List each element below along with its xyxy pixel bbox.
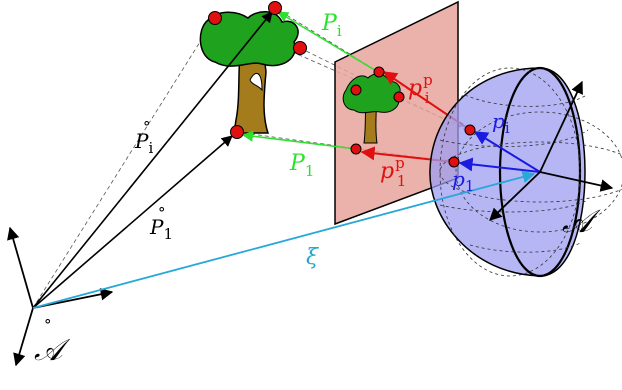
- feature-points: [208, 1, 476, 168]
- label-xi: ξ: [306, 245, 320, 270]
- label-P-i: Pi: [321, 11, 342, 40]
- ring-accent-P-1: °: [158, 204, 166, 222]
- ring-accent-P-i: °: [143, 118, 151, 136]
- label-A-ring: 𝒜: [34, 333, 71, 368]
- label-P-ring-i: Pi: [134, 129, 153, 157]
- label-P-1: P1: [289, 151, 314, 180]
- sphere-rays: [458, 131, 541, 173]
- tree-icon: [199, 11, 299, 134]
- label-p-i: pi: [492, 109, 510, 137]
- object-rays: [241, 11, 379, 150]
- world-point-arrows: [32, 11, 273, 309]
- label-A: 𝒜: [562, 202, 601, 240]
- baseline-vector: [32, 170, 536, 309]
- label-P-ring-1: P1: [149, 215, 173, 243]
- ring-accent-A: °: [44, 316, 52, 334]
- label-p-1: p1: [452, 167, 474, 195]
- hemisphere-icon: [429, 66, 622, 278]
